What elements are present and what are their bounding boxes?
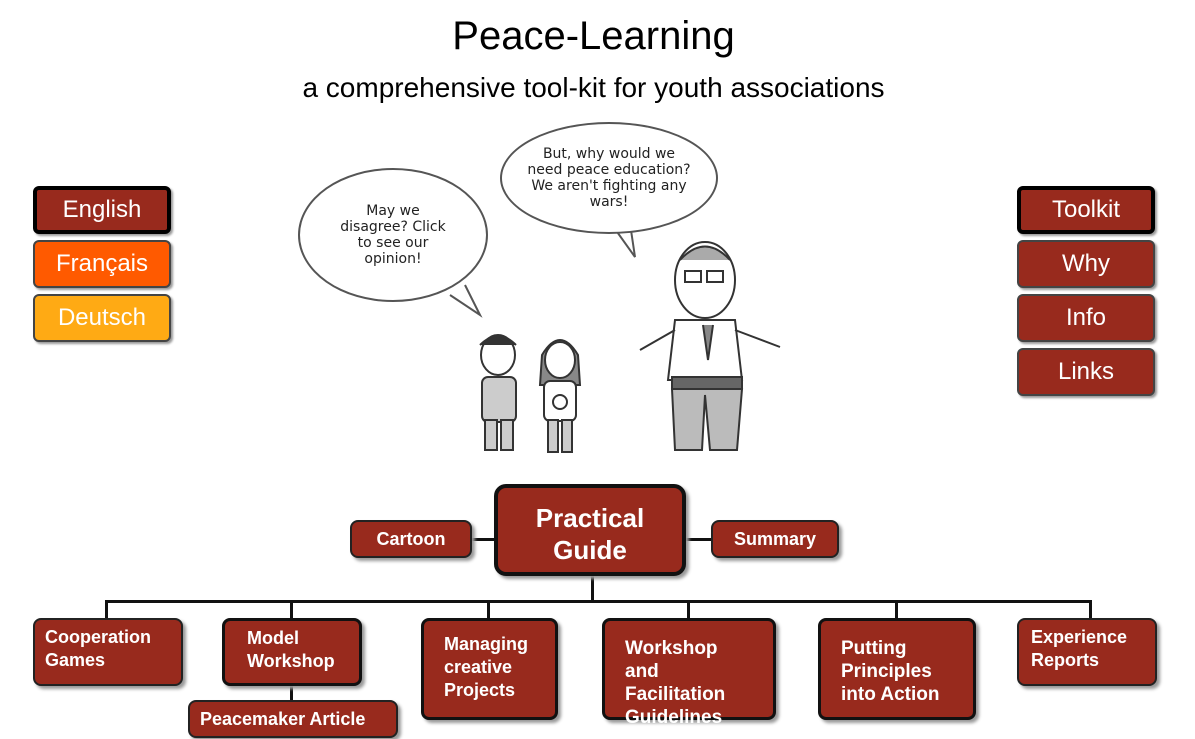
managing-creative-projects-node[interactable]: Managing creative Projects [421,618,558,720]
connector-line [105,600,108,620]
nav-info-button[interactable]: Info [1017,294,1155,342]
peacemaker-article-node[interactable]: Peacemaker Article [188,700,398,738]
nav-why-button[interactable]: Why [1017,240,1155,288]
practical-guide-node[interactable]: Practical Guide [494,484,686,576]
cartoon-node[interactable]: Cartoon [350,520,472,558]
page-title: Peace-Learning [452,14,735,58]
language-english-button[interactable]: English [33,186,171,234]
connector-line [470,538,500,541]
connector-line [290,684,293,702]
summary-node[interactable]: Summary [711,520,839,558]
cartoon-illustration[interactable] [290,115,810,465]
connector-line [105,600,1092,603]
language-german-button[interactable]: Deutsch [33,294,171,342]
cooperation-games-node[interactable]: Cooperation Games [33,618,183,686]
connector-line [684,538,714,541]
speech-bubble-right: But, why would we need peace education? … [500,122,718,234]
connector-line [487,600,490,620]
connector-line [895,600,898,620]
nav-toolkit-button[interactable]: Toolkit [1017,186,1155,234]
model-workshop-node[interactable]: Model Workshop [222,618,362,686]
speech-bubble-left[interactable]: May we disagree? Click to see our opinio… [298,168,488,302]
language-french-button[interactable]: Français [33,240,171,288]
connector-line [1089,600,1092,620]
page-subtitle: a comprehensive tool-kit for youth assoc… [302,72,885,103]
experience-reports-node[interactable]: Experience Reports [1017,618,1157,686]
putting-principles-node[interactable]: Putting Principles into Action [818,618,976,720]
workshop-facilitation-guidelines-node[interactable]: Workshop and Facilitation Guidelines [602,618,776,728]
nav-links-button[interactable]: Links [1017,348,1155,396]
connector-line [687,600,690,620]
connector-line [290,600,293,620]
connector-line [591,574,594,602]
